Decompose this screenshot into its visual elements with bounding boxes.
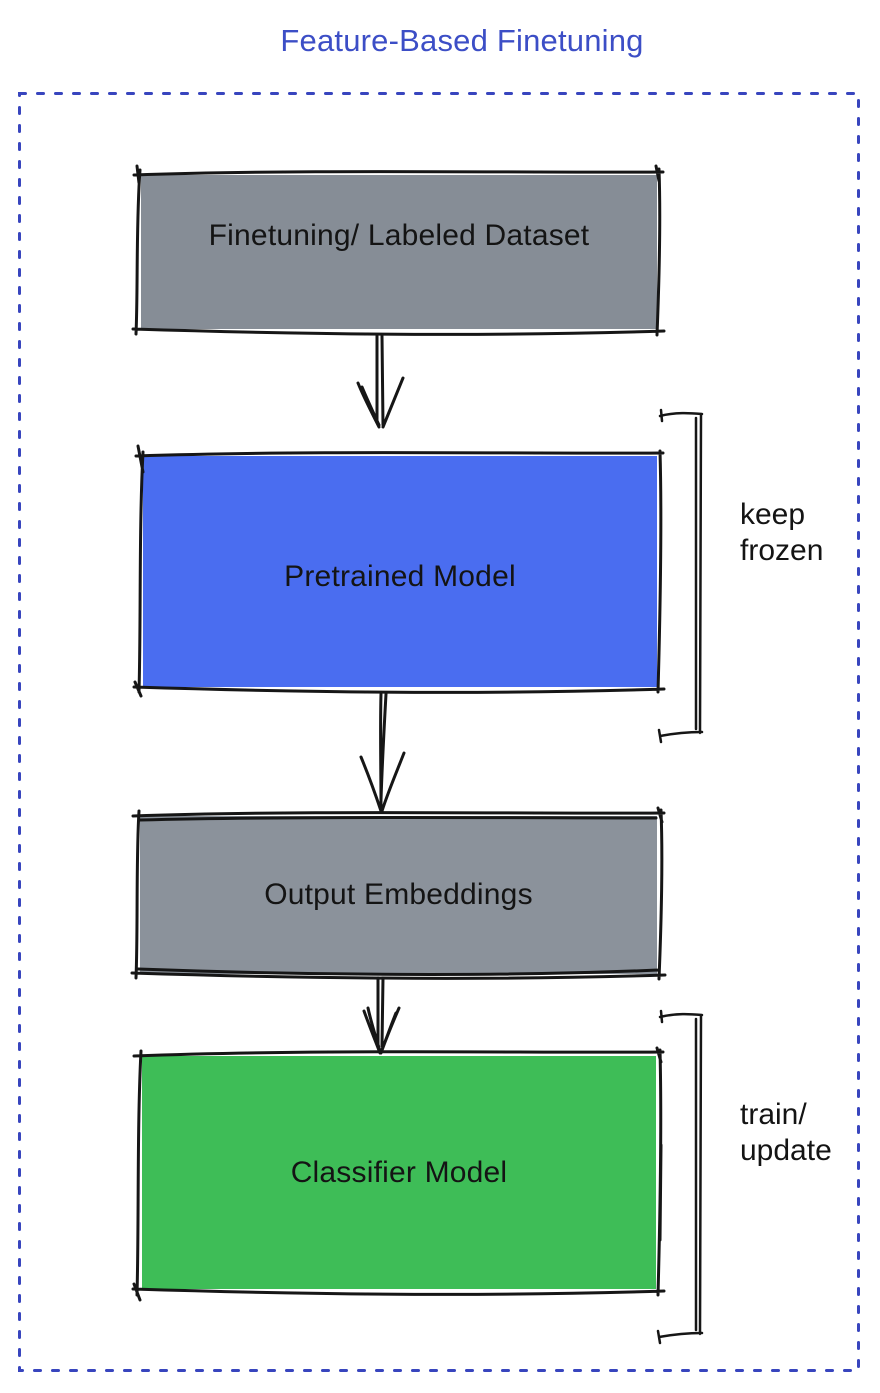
node-label-classifier-model: Classifier Model <box>290 1156 508 1189</box>
bracket-label-train-update-line1: train/ <box>740 1098 807 1131</box>
node-finetuning-dataset-outline <box>131 164 666 337</box>
node-output-embeddings <box>130 806 667 981</box>
bracket-keep-frozen <box>657 408 704 744</box>
node-pretrained-model <box>132 444 666 698</box>
node-pretrained-model-fill <box>143 456 657 687</box>
node-classifier-model-fill <box>142 1056 656 1289</box>
node-finetuning-dataset-fill <box>141 175 657 329</box>
bracket-label-train-update: train/ update <box>740 1097 832 1169</box>
bracket-label-keep-frozen: keep frozen <box>740 497 823 569</box>
bracket-train-update <box>656 1009 704 1345</box>
node-finetuning-dataset <box>131 164 666 337</box>
diagram-title: Feature-Based Finetuning <box>280 23 644 58</box>
down-arrow-2 <box>359 692 406 813</box>
bracket-label-keep-frozen-line1: keep <box>740 498 806 531</box>
node-pretrained-model-outline <box>132 444 666 698</box>
down-arrow-3 <box>362 976 401 1055</box>
node-classifier-model <box>131 1046 666 1302</box>
node-output-embeddings-outline <box>130 806 667 981</box>
dotted-frame <box>18 92 860 1372</box>
node-classifier-model-outline <box>131 1046 666 1302</box>
bracket-label-keep-frozen-line2: frozen <box>740 534 824 567</box>
node-label-output-embeddings: Output Embeddings <box>264 878 533 911</box>
node-output-embeddings-fill <box>140 816 657 974</box>
node-label-finetuning-dataset: Finetuning/ Labeled Dataset <box>208 219 590 252</box>
node-label-pretrained-model: Pretrained Model <box>284 560 516 593</box>
bracket-label-train-update-line2: update <box>740 1134 832 1167</box>
down-arrow-1 <box>356 334 405 429</box>
